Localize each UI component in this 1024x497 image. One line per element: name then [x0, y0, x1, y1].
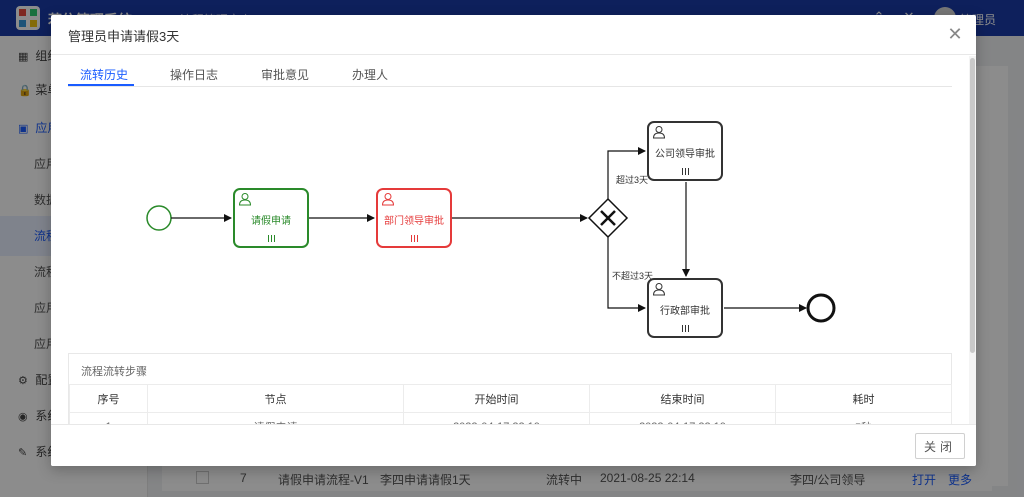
- flow-edges: [146, 147, 836, 323]
- process-modal: 管理员申请请假3天 ✕ 流转历史 操作日志 审批意见 办理人: [51, 15, 976, 466]
- task-label: 公司领导审批: [655, 149, 715, 160]
- org-icon: ▦: [18, 51, 29, 63]
- more-link[interactable]: 更多: [948, 473, 973, 487]
- steps-title: 流程流转步骤: [81, 366, 147, 378]
- user-task-icon: [381, 193, 395, 206]
- modal-title: 管理员申请请假3天: [68, 29, 180, 44]
- column-header: 结束时间: [589, 384, 776, 413]
- apps-icon: ▣: [18, 123, 29, 135]
- steps-panel: 流程流转步骤 序号 节点 开始时间 结束时间 耗时 1: [68, 353, 952, 424]
- open-link[interactable]: 打开: [912, 473, 937, 487]
- task-apply[interactable]: 请假申请: [233, 188, 309, 248]
- row-checkbox[interactable]: [196, 471, 209, 484]
- tab-ink-bar: [68, 84, 134, 86]
- modal-footer: 关闭: [51, 424, 976, 466]
- multi-instance-icon: [268, 235, 275, 242]
- tab-history[interactable]: 流转历史: [80, 68, 129, 82]
- gear-icon: ⚙: [18, 375, 28, 387]
- table-header-row: 序号 节点 开始时间 结束时间 耗时: [69, 384, 952, 413]
- user-task-icon: [238, 193, 252, 206]
- bpmn-diagram: 超过3天 不超过3天 请假申请 部门领导审批 公司领导审批 行政部审批: [111, 96, 911, 352]
- lock-icon: 🔒: [18, 85, 32, 97]
- user-task-icon: [652, 283, 666, 296]
- column-header: 开始时间: [403, 384, 590, 413]
- eye-icon: ◉: [18, 411, 28, 423]
- edge-label-over: 超过3天: [616, 175, 649, 185]
- task-label: 行政部审批: [660, 306, 710, 317]
- task-admin-approval[interactable]: 行政部审批: [647, 278, 723, 338]
- cell: 2022-04-17 22:10: [589, 412, 776, 424]
- edge-gateway-company: [607, 147, 646, 199]
- multi-instance-icon: [682, 168, 689, 175]
- tab-handlers[interactable]: 办理人: [352, 68, 389, 82]
- modal-header: 管理员申请请假3天 ✕: [51, 15, 976, 55]
- tab-bar: 流转历史 操作日志 审批意见 办理人: [68, 56, 952, 87]
- close-icon[interactable]: ✕: [947, 24, 963, 44]
- task-dept-approval[interactable]: 部门领导审批: [376, 188, 452, 248]
- cell: 2022-04-17 22:10: [403, 412, 590, 424]
- cell: 请假申请: [147, 412, 404, 424]
- app-logo: [16, 6, 40, 30]
- task-label: 请假申请: [251, 216, 291, 227]
- steps-table: 序号 节点 开始时间 结束时间 耗时 1 请假申请 2022-04-17 22:…: [69, 384, 952, 424]
- edge-gateway-admin: [607, 237, 646, 312]
- tab-operation-log[interactable]: 操作日志: [170, 68, 219, 82]
- column-header: 序号: [69, 384, 148, 413]
- task-label: 部门领导审批: [384, 216, 444, 227]
- start-event: [146, 205, 172, 231]
- modal-body: 流转历史 操作日志 审批意见 办理人: [51, 56, 976, 424]
- column-header: 耗时: [775, 384, 952, 413]
- wrench-icon: ✎: [18, 447, 28, 459]
- column-header: 节点: [147, 384, 404, 413]
- table-row: 1 请假申请 2022-04-17 22:10 2022-04-17 22:10…: [69, 412, 952, 424]
- exclusive-gateway: [587, 197, 629, 239]
- modal-scrollbar[interactable]: [969, 56, 976, 424]
- edge-label-not-over: 不超过3天: [612, 271, 654, 281]
- close-button[interactable]: 关闭: [915, 433, 965, 459]
- tab-approval-comments[interactable]: 审批意见: [261, 68, 310, 82]
- scrollbar-thumb[interactable]: [970, 58, 975, 353]
- task-company-approval[interactable]: 公司领导审批: [647, 121, 723, 181]
- user-task-icon: [652, 126, 666, 139]
- cell: 1: [69, 412, 148, 424]
- multi-instance-icon: [682, 325, 689, 332]
- multi-instance-icon: [411, 235, 418, 242]
- table-row[interactable]: 7 请假申请流程-V1 李四申请请假1天 流转中 2021-08-25 22:1…: [162, 465, 992, 491]
- end-event: [806, 293, 836, 323]
- cell: 5秒: [775, 412, 952, 424]
